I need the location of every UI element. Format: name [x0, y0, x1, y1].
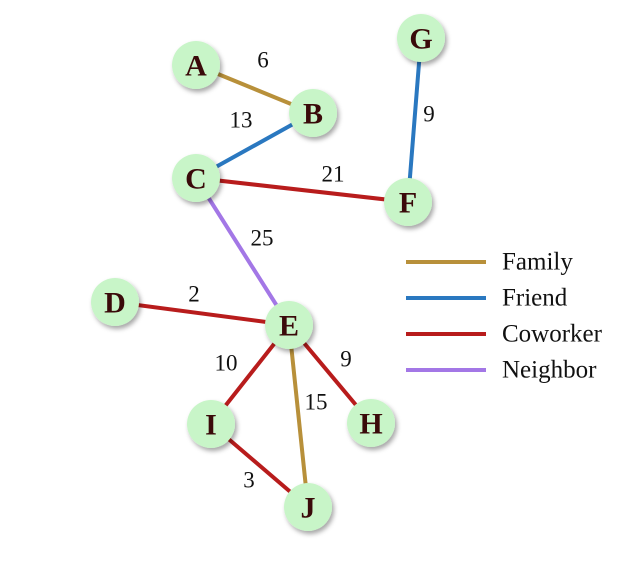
node-a: A	[172, 41, 220, 89]
node-label: A	[185, 50, 207, 83]
legend-label: Coworker	[502, 321, 603, 348]
node-label: D	[104, 287, 126, 320]
edge-weight-c-f: 21	[322, 162, 345, 187]
weights-layer: 6 13 21 9 25 2 10 9 15 3	[188, 48, 435, 493]
node-c: C	[172, 154, 220, 202]
node-label: C	[185, 163, 207, 196]
edge-g-f	[406, 36, 423, 204]
edge-weight-b-c: 13	[230, 108, 253, 133]
node-circle	[284, 483, 332, 531]
edge-weight-e-h: 9	[340, 347, 352, 372]
legend-item-neighbor: Neighbor	[406, 357, 597, 384]
node-label: F	[399, 187, 417, 220]
legend-label: Family	[502, 249, 573, 276]
node-circle	[91, 278, 139, 326]
node-d: D	[91, 278, 139, 326]
node-h: H	[347, 399, 395, 447]
node-label: G	[409, 23, 432, 56]
node-g: G	[397, 14, 445, 62]
edge-weight-d-e: 2	[188, 282, 200, 307]
node-circle	[289, 89, 337, 137]
node-label: I	[205, 409, 217, 442]
node-j: J	[284, 483, 332, 531]
legend-label: Friend	[502, 285, 568, 312]
edge-c-f	[194, 176, 410, 204]
edge-e-j	[287, 323, 310, 509]
node-circle	[384, 178, 432, 226]
legend-item-coworker: Coworker	[406, 321, 603, 348]
edge-c-e	[194, 176, 291, 327]
edge-d-e	[113, 300, 291, 327]
node-circle	[397, 14, 445, 62]
nodes-layer: A B C D E F G H I J	[91, 14, 445, 531]
node-label: J	[301, 492, 316, 525]
node-circle	[265, 301, 313, 349]
legend-item-friend: Friend	[406, 285, 568, 312]
node-label: B	[303, 98, 323, 131]
node-e: E	[265, 301, 313, 349]
node-circle	[347, 399, 395, 447]
edge-weight-g-f: 9	[423, 102, 435, 127]
legend-label: Neighbor	[502, 357, 597, 384]
node-label: E	[279, 310, 299, 343]
node-circle	[172, 154, 220, 202]
node-circle	[172, 41, 220, 89]
node-circle	[187, 400, 235, 448]
edge-weight-e-j: 15	[305, 390, 328, 415]
edge-weight-i-j: 3	[243, 468, 255, 493]
node-f: F	[384, 178, 432, 226]
node-i: I	[187, 400, 235, 448]
edge-weight-e-i: 10	[215, 351, 238, 376]
edge-weight-c-e: 25	[251, 226, 274, 251]
edge-weight-a-b: 6	[257, 48, 269, 73]
node-b: B	[289, 89, 337, 137]
node-label: H	[359, 408, 382, 441]
legend-item-family: Family	[406, 249, 573, 276]
